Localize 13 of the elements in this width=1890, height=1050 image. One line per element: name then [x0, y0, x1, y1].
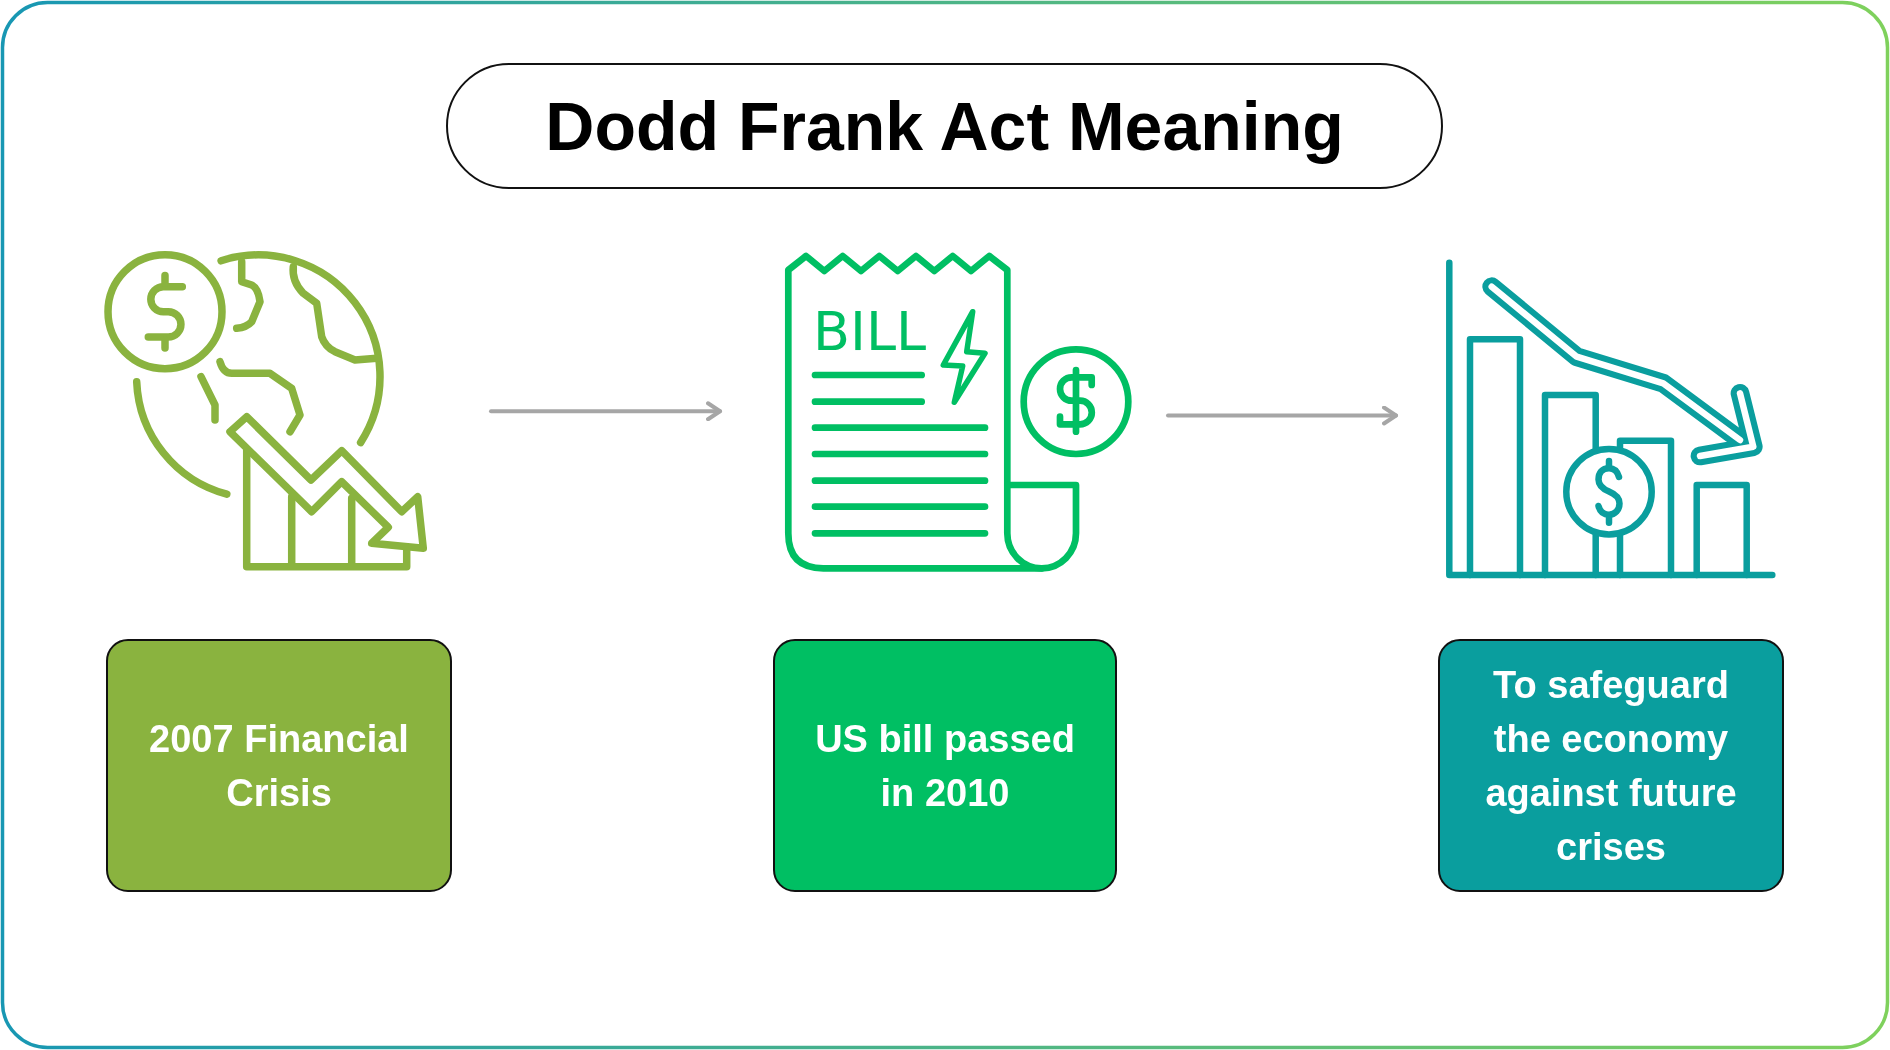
box-label: US bill passed in 2010 [814, 716, 1076, 816]
bill-heading-text: BILL [813, 305, 927, 359]
falling-bar-chart-icon [1446, 259, 1776, 579]
process-box [773, 639, 1117, 892]
title-banner: Dodd Frank Act Meaning [446, 63, 1443, 189]
box-label: 2007 Financial Crisis [148, 716, 410, 816]
globe-dollar-chart-icon [104, 250, 428, 571]
arrow [489, 401, 722, 422]
arrow [1166, 405, 1398, 426]
process-box [106, 639, 452, 892]
box-label: To safeguard the economy against future crises [1484, 662, 1738, 870]
bill-receipt-icon [784, 251, 1134, 573]
process-box [1438, 639, 1784, 892]
